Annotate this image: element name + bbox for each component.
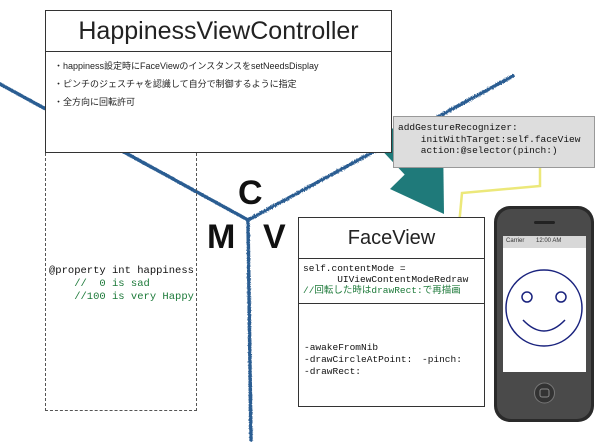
smiley-face <box>505 269 583 347</box>
callout-line: action:@selector(pinch:) <box>398 145 558 156</box>
mvc-letter-c: C <box>238 174 263 212</box>
code-line: UIViewContentModeRedraw <box>303 274 469 285</box>
model-column <box>45 153 197 411</box>
gesture-callout: addGestureRecognizer: initWithTarget:sel… <box>393 116 595 168</box>
callout-line: addGestureRecognizer: <box>398 122 518 133</box>
controller-note: ・ピンチのジェスチャを認識して自分で制御するように指定 <box>54 79 297 89</box>
happiness-property: @property int happiness // 0 is sad //10… <box>49 265 194 304</box>
controller-note: ・全方向に回転許可 <box>54 97 136 107</box>
controller-notes: ・happiness設定時にFaceViewのインスタンスをsetNeedsDi… <box>46 52 391 111</box>
phone-status-bar: Carrier 12:00 AM <box>503 236 586 248</box>
method-item: -drawCircleAtPoint: <box>304 354 413 365</box>
faceview-methods: -awakeFromNib-drawCircleAtPoint:-drawRec… <box>304 342 412 378</box>
faceview-code: self.contentMode = UIViewContentModeRedr… <box>299 259 484 304</box>
faceview-title: FaceView <box>299 218 484 259</box>
method-item: -awakeFromNib <box>304 342 379 353</box>
code-comment: //回転した時はdrawRect:で再描画 <box>303 285 461 296</box>
property-comment: //100 is very Happy <box>49 291 194 303</box>
method-item: -drawRect: <box>304 366 362 377</box>
property-comment: // 0 is sad <box>49 278 150 290</box>
faceview-box: FaceView self.contentMode = UIViewConten… <box>298 217 485 407</box>
happiness-view-controller-box: HappinessViewController ・happiness設定時にFa… <box>45 10 392 153</box>
controller-note: ・happiness設定時にFaceViewのインスタンスをsetNeedsDi… <box>54 61 319 71</box>
property-declaration: @property int happiness <box>49 265 194 277</box>
pinch-method: -pinch: <box>422 354 462 365</box>
carrier-label: Carrier <box>506 238 525 244</box>
mvc-letter-v: V <box>263 218 286 256</box>
controller-title: HappinessViewController <box>46 11 391 52</box>
clock-label: 12:00 AM <box>536 238 562 244</box>
code-line: self.contentMode = <box>303 263 406 274</box>
callout-line: initWithTarget:self.faceView <box>398 133 581 145</box>
iphone-illustration <box>494 206 594 422</box>
mvc-letter-m: M <box>207 218 236 256</box>
